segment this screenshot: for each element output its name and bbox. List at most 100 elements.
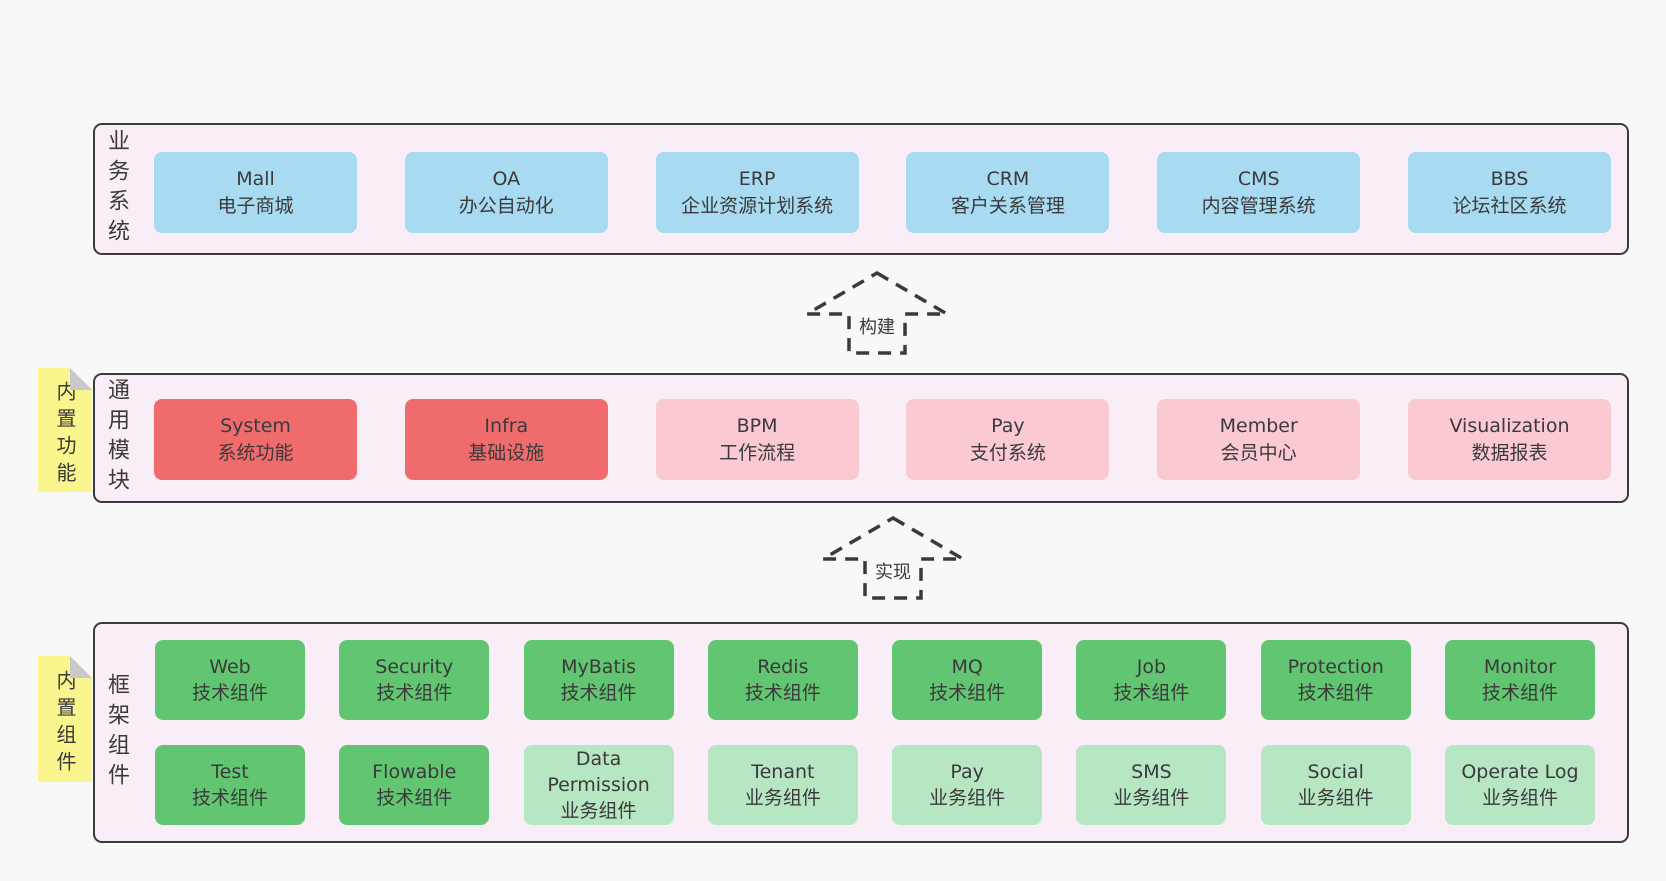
box-subtitle: 技术组件	[929, 682, 1006, 704]
box-title: SMS	[1131, 760, 1172, 783]
box-subtitle: 内容管理系统	[1201, 194, 1316, 217]
box-title: Member	[1219, 415, 1298, 438]
sticky-note-built-in-components: 内置组件	[38, 656, 92, 782]
box-cms: CMS 内容管理系统	[1157, 152, 1361, 233]
box-title: Data Permission	[547, 747, 650, 796]
folded-corner-icon	[70, 368, 92, 390]
box-title: Web	[209, 655, 251, 678]
box-title: Infra	[484, 415, 529, 438]
box-flowable: Flowable 技术组件	[339, 745, 490, 825]
box-subtitle: 业务组件	[929, 787, 1006, 809]
box-subtitle: 技术组件	[1481, 682, 1558, 704]
box-subtitle: 办公自动化	[458, 194, 554, 217]
box-bpm: BPM 工作流程	[655, 399, 859, 480]
arrow-build-label: 构建	[856, 317, 898, 339]
box-subtitle: 技术组件	[376, 787, 453, 809]
box-test: Test 技术组件	[155, 745, 305, 825]
box-web: Web 技术组件	[155, 640, 305, 720]
sticky-label: 内置组件	[53, 670, 77, 778]
box-crm: CRM 客户关系管理	[906, 152, 1110, 233]
business-box-row: Mall 电子商城 OA 办公自动化 ERP 企业资源计划系统 CRM 客户关系…	[154, 152, 1611, 233]
framework-box-row-2: Test 技术组件 Flowable 技术组件 Data Permission …	[155, 745, 1595, 825]
box-title: CMS	[1237, 168, 1280, 191]
box-title: Tenant	[751, 760, 815, 783]
box-job: Job 技术组件	[1076, 640, 1227, 720]
box-redis: Redis 技术组件	[707, 640, 858, 720]
common-box-row: System 系统功能 Infra 基础设施 BPM 工作流程 Pay 支付系统…	[154, 399, 1611, 480]
box-subtitle: 技术组件	[191, 682, 268, 704]
box-title: Redis	[757, 655, 809, 678]
sticky-label: 内置功能	[53, 381, 77, 489]
box-subtitle: 支付系统	[969, 441, 1046, 464]
box-sms: SMS 业务组件	[1076, 745, 1227, 825]
box-title: Pay	[950, 760, 984, 783]
box-subtitle: 技术组件	[744, 682, 821, 704]
box-title: Security	[375, 655, 454, 678]
box-subtitle: 技术组件	[560, 682, 637, 704]
band-label-wrap: 通用模块	[104, 375, 129, 501]
box-title: ERP	[738, 168, 776, 191]
band-business-systems: 业务系统 Mall 电子商城 OA 办公自动化 ERP 企业资源计划系统 CRM…	[93, 123, 1629, 255]
arrow-implement-label: 实现	[872, 562, 914, 584]
band-label-wrap: 业务系统	[104, 125, 129, 253]
box-title: Job	[1136, 655, 1167, 678]
box-subtitle: 技术组件	[191, 787, 268, 809]
box-infra: Infra 基础设施	[404, 399, 608, 480]
box-subtitle: 工作流程	[719, 441, 796, 464]
box-title: Monitor	[1483, 655, 1557, 678]
box-subtitle: 会员中心	[1220, 441, 1297, 464]
box-title: Mall	[236, 168, 275, 191]
box-operate-log: Operate Log 业务组件	[1444, 745, 1595, 825]
box-subtitle: 技术组件	[1297, 682, 1374, 704]
box-title: CRM	[986, 168, 1030, 191]
arrow-implement	[818, 514, 968, 602]
framework-box-row-1: Web 技术组件 Security 技术组件 MyBatis 技术组件 Redi…	[155, 640, 1595, 720]
box-pay-module: Pay 支付系统	[906, 399, 1110, 480]
box-title: Visualization	[1449, 415, 1570, 438]
box-subtitle: 电子商城	[217, 194, 294, 217]
box-subtitle: 业务组件	[560, 800, 637, 823]
box-member: Member 会员中心	[1157, 399, 1361, 480]
box-mq: MQ 技术组件	[892, 640, 1043, 720]
box-title: MQ	[951, 655, 983, 678]
box-title: Test	[211, 760, 249, 783]
box-system: System 系统功能	[154, 399, 357, 480]
box-title: BPM	[736, 415, 778, 438]
arrow-build	[802, 269, 952, 357]
box-title: MyBatis	[561, 655, 637, 678]
folded-corner-icon	[70, 656, 92, 678]
band-common-modules: 通用模块 System 系统功能 Infra 基础设施 BPM 工作流程 Pay…	[93, 373, 1629, 503]
box-data-permission: Data Permission 业务组件	[523, 745, 674, 825]
box-pay-component: Pay 业务组件	[892, 745, 1043, 825]
box-bbs: BBS 论坛社区系统	[1407, 152, 1611, 233]
band-label-common: 通用模块	[104, 378, 129, 498]
box-title: System	[220, 415, 291, 438]
band-framework-components: 框架组件 Web 技术组件 Security 技术组件 MyBatis 技术组件…	[93, 622, 1629, 843]
box-oa: OA 办公自动化	[404, 152, 608, 233]
box-title: OA	[492, 168, 521, 191]
box-title: Protection	[1287, 655, 1384, 678]
box-monitor: Monitor 技术组件	[1444, 640, 1595, 720]
box-title: Pay	[991, 415, 1025, 438]
band-label-business: 业务系统	[104, 129, 129, 249]
box-subtitle: 业务组件	[744, 787, 821, 809]
up-arrow-icon	[802, 270, 952, 355]
band-label-framework: 框架组件	[104, 672, 129, 793]
box-subtitle: 客户关系管理	[950, 194, 1065, 217]
sticky-note-built-in-features: 内置功能	[38, 368, 92, 492]
box-title: BBS	[1490, 168, 1529, 191]
box-subtitle: 业务组件	[1481, 787, 1558, 809]
box-subtitle: 系统功能	[217, 441, 294, 464]
box-tenant: Tenant 业务组件	[707, 745, 858, 825]
box-security: Security 技术组件	[339, 640, 490, 720]
box-subtitle: 技术组件	[1113, 682, 1190, 704]
box-protection: Protection 技术组件	[1260, 640, 1411, 720]
box-subtitle: 基础设施	[468, 441, 545, 464]
box-subtitle: 业务组件	[1297, 787, 1374, 809]
box-subtitle: 论坛社区系统	[1452, 194, 1567, 217]
box-title: Social	[1307, 760, 1364, 783]
box-mybatis: MyBatis 技术组件	[523, 640, 674, 720]
box-subtitle: 业务组件	[1113, 787, 1190, 809]
box-subtitle: 企业资源计划系统	[681, 194, 834, 217]
